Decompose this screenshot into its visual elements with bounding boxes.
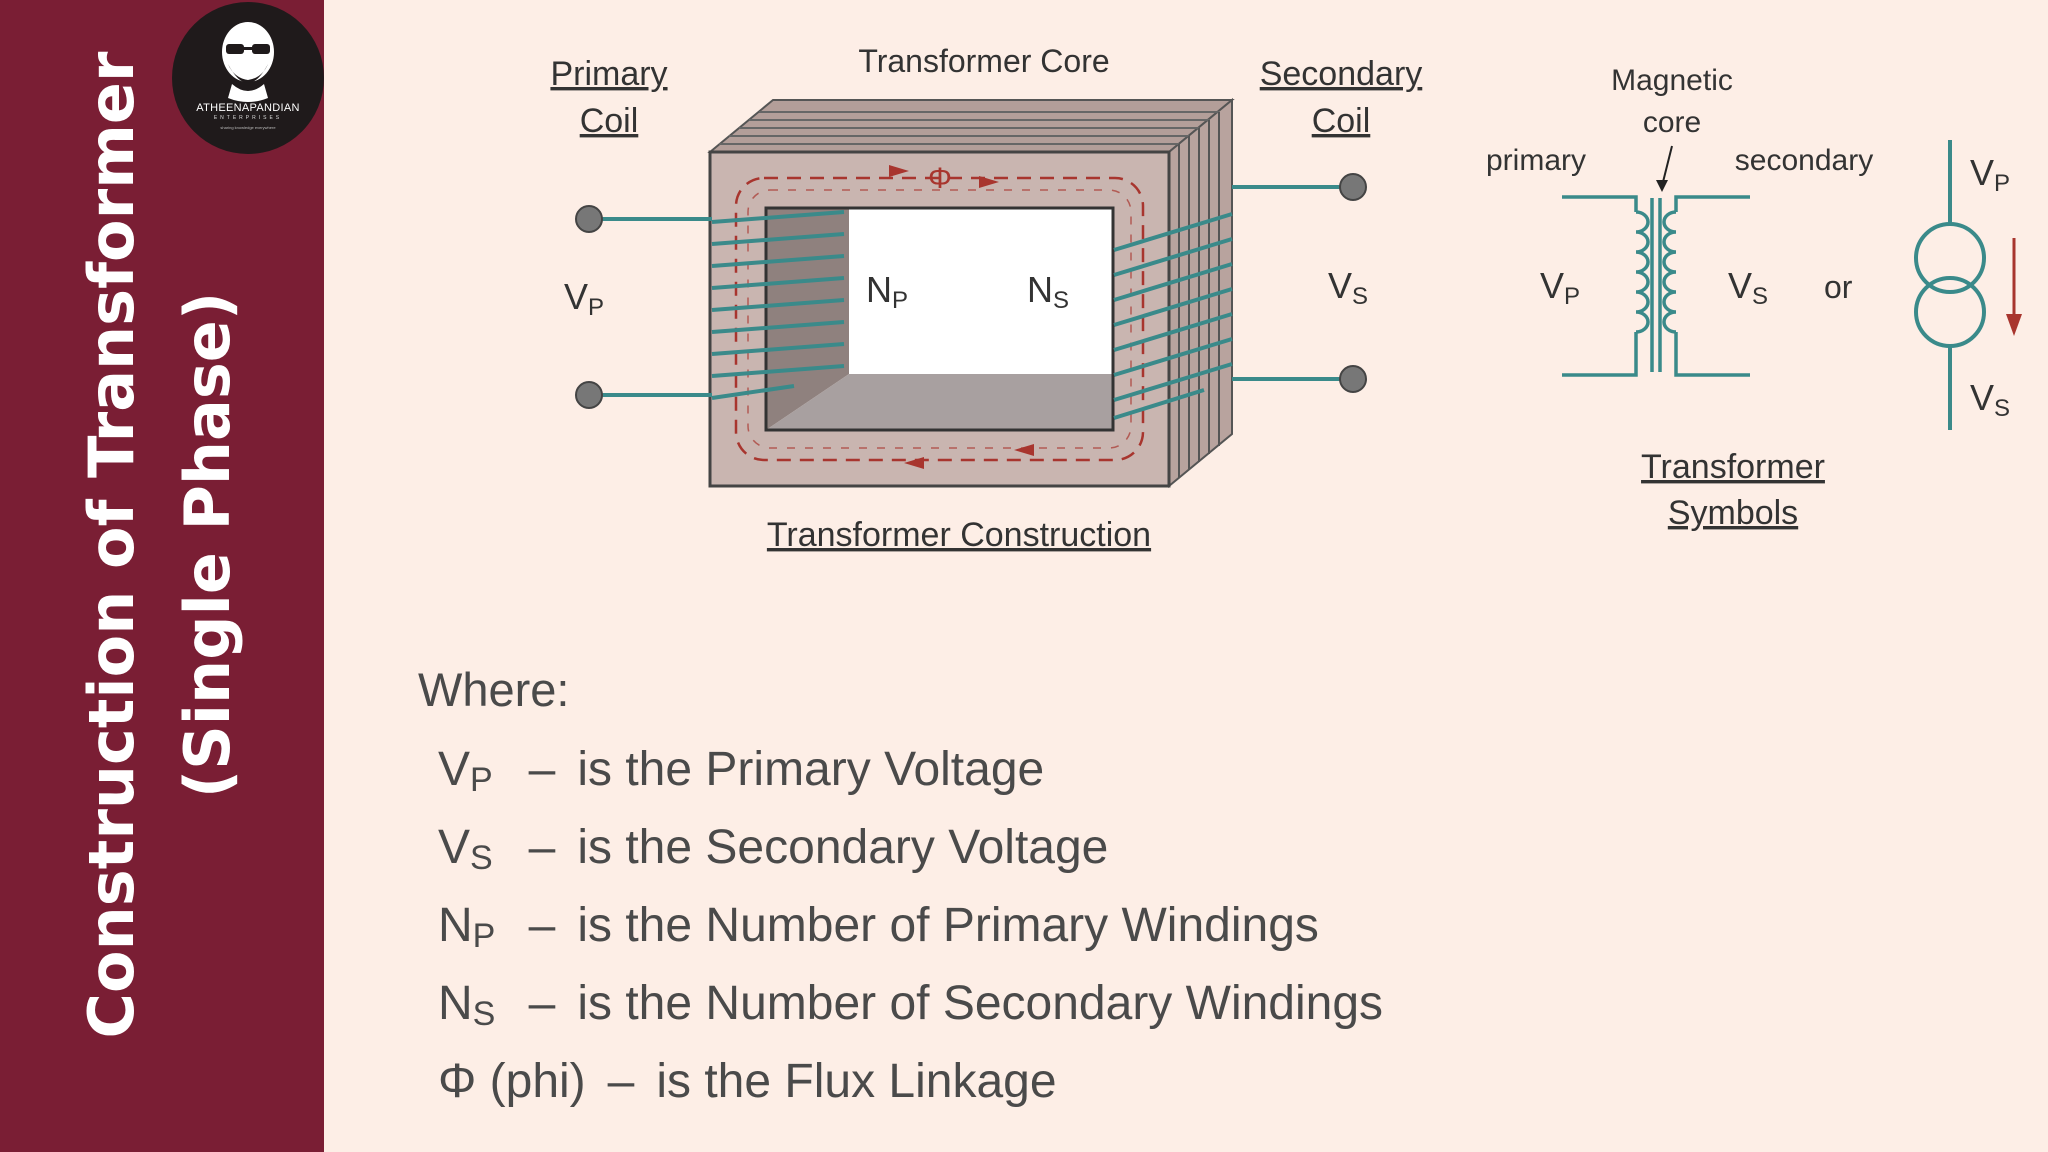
legend-row: NS– is the Number of Secondary Windings xyxy=(438,970,1383,1048)
legend-row: NP– is the Number of Primary Windings xyxy=(438,892,1383,970)
legend-dash: – xyxy=(528,977,556,1030)
primary-terminal-bottom xyxy=(575,381,603,409)
label-secondary-line2: Coil xyxy=(1312,102,1371,140)
flux-arrow-bottom-1 xyxy=(1014,444,1034,456)
magnetic-core-line2: core xyxy=(1643,106,1701,139)
symbol-primary-label: primary xyxy=(1486,144,1586,177)
legend-symbol: NS xyxy=(438,977,496,1033)
logo-subtitle: ENTERPRISES xyxy=(213,115,283,121)
core-window xyxy=(849,208,1113,374)
label-primary-line2: Coil xyxy=(580,102,639,140)
symbols-caption-line1: Transformer xyxy=(1641,448,1825,486)
voltage-arrowhead xyxy=(2006,314,2022,336)
legend-text: is the Primary Voltage xyxy=(577,743,1045,796)
legend-dash: – xyxy=(607,1055,635,1108)
page-title: Construction of Transformer (Single Phas… xyxy=(64,52,256,1039)
magnetic-core-line1: Magnetic xyxy=(1611,64,1733,97)
construction-diagram: Primary Coil Transformer Core Secondary … xyxy=(550,43,1422,554)
flux-arrow-top-2 xyxy=(979,176,999,188)
legend-dash: – xyxy=(528,821,556,874)
legend-dash: – xyxy=(528,899,556,952)
secondary-winding xyxy=(1113,212,1233,420)
label-core: Transformer Core xyxy=(858,43,1109,79)
legend-row-phi: Φ (phi) – is the Flux Linkage xyxy=(438,1048,1383,1126)
window-left-depth xyxy=(766,208,849,430)
np-label: NP xyxy=(866,269,908,314)
legend-phi-symbol: Φ (phi) xyxy=(438,1055,586,1108)
legend-row: VP– is the Primary Voltage xyxy=(438,736,1383,814)
core-pointer xyxy=(1661,145,1673,187)
brand-logo: ATHEENAPANDIAN ENTERPRISES sharing knowl… xyxy=(172,2,324,154)
primary-winding xyxy=(711,210,845,400)
vp-label: VP xyxy=(564,276,604,321)
symbol-or-label: or xyxy=(1824,269,1853,305)
core-laminations xyxy=(707,97,1235,489)
legend-row: VS– is the Secondary Voltage xyxy=(438,814,1383,892)
legend-text: is the Secondary Voltage xyxy=(577,821,1109,874)
legend-text: is the Number of Primary Windings xyxy=(577,899,1319,952)
transformer-diagram: Primary Coil Transformer Core Secondary … xyxy=(550,43,2022,554)
title-line-2: (Single Phase) xyxy=(171,291,244,799)
bearded-face-icon xyxy=(222,22,274,102)
secondary-terminal-bottom xyxy=(1339,365,1367,393)
legend-symbol: VP xyxy=(438,743,493,799)
legend-text: is the Flux Linkage xyxy=(656,1055,1057,1108)
vs-label: VS xyxy=(1328,265,1368,310)
label-secondary-line1: Secondary xyxy=(1260,55,1423,93)
logo-tagline: sharing knowledge everywhere xyxy=(220,125,276,130)
legend-text: is the Number of Secondary Windings xyxy=(577,977,1384,1030)
ns-label: NS xyxy=(1027,269,1069,314)
transformer-symbols: Magnetic core primary secondary VP VS or… xyxy=(1486,64,2022,532)
legend-list: VP– is the Primary Voltage VS– is the Se… xyxy=(438,736,1383,1126)
legend-symbol: NP xyxy=(438,899,496,955)
symbol-coils xyxy=(1562,195,1750,377)
core-pointer-arrowhead xyxy=(1656,180,1668,192)
phi-label: Φ xyxy=(928,162,952,195)
symbol-vp-label: VP xyxy=(1540,265,1580,310)
secondary-terminal-top xyxy=(1339,173,1367,201)
logo-name: ATHEENAPANDIAN xyxy=(196,102,300,114)
symbol-vs-label: VS xyxy=(1728,265,1768,310)
symbols-caption-line2: Symbols xyxy=(1668,494,1798,532)
flux-arrow-top-1 xyxy=(889,165,909,177)
symbol-right-vs-label: VS xyxy=(1970,377,2010,422)
sidebar: ATHEENAPANDIAN ENTERPRISES sharing knowl… xyxy=(0,0,324,1152)
legend-dash: – xyxy=(528,743,556,796)
title-line-1: Construction of Transformer xyxy=(75,51,148,1039)
window-bottom-depth xyxy=(766,374,1113,430)
symbol-right-vp-label: VP xyxy=(1970,152,2010,197)
symbol-circles xyxy=(1914,140,1986,430)
symbol-secondary-label: secondary xyxy=(1735,144,1873,177)
legend-symbol: VS xyxy=(438,821,493,877)
primary-terminal-top xyxy=(575,205,603,233)
construction-caption: Transformer Construction xyxy=(767,516,1151,554)
label-primary-line1: Primary xyxy=(550,55,667,93)
legend-heading: Where: xyxy=(418,663,570,716)
flux-path: Φ xyxy=(734,162,1145,469)
flux-arrow-bottom-2 xyxy=(904,457,924,469)
